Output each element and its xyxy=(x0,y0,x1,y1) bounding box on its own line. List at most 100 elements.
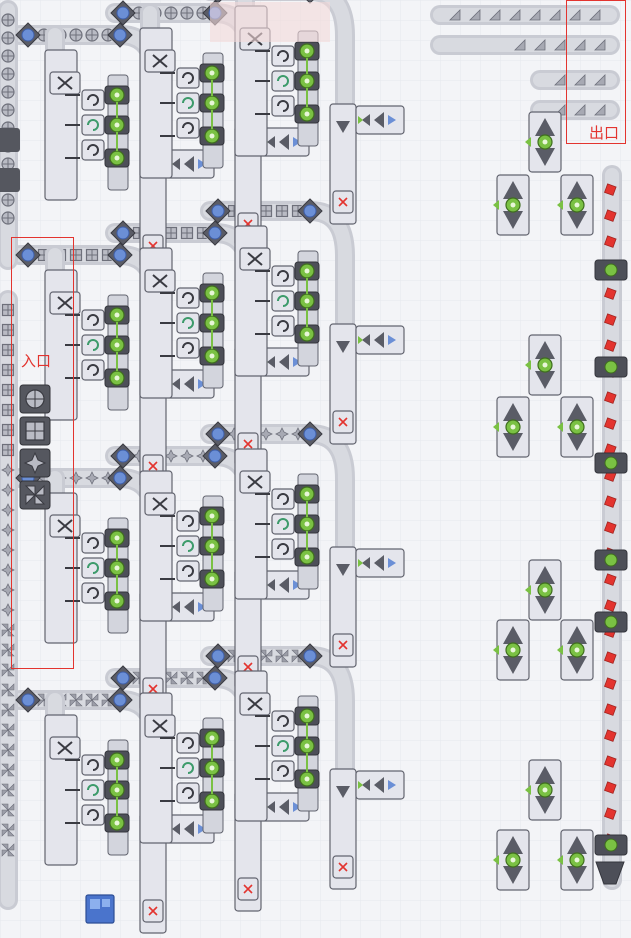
splitter-node xyxy=(113,471,127,485)
belt-item-stars xyxy=(69,471,83,485)
rotate-icon xyxy=(87,339,99,351)
rotator-machine xyxy=(81,582,105,604)
trash-x-icon xyxy=(243,439,253,449)
mixer-input-arrow xyxy=(493,422,499,432)
output-red-item xyxy=(604,183,617,196)
belt-item-stars xyxy=(85,471,99,485)
item-lines xyxy=(70,29,82,41)
arrow-blue-icon xyxy=(198,602,206,612)
scissors-icon xyxy=(152,719,168,733)
item-windmill xyxy=(1,783,15,797)
splitter-node xyxy=(113,693,127,707)
rotator-machine xyxy=(176,560,200,582)
mixer-triangle xyxy=(535,118,555,136)
arrow-icon xyxy=(172,599,194,615)
arrow-icon xyxy=(362,777,384,793)
belt-item-half xyxy=(529,9,541,21)
arrow-blue-icon xyxy=(293,802,301,812)
output-red-item xyxy=(604,599,617,612)
rotate-icon xyxy=(182,565,194,577)
mixer-input-arrow xyxy=(493,645,499,655)
belt-item-circle-segments xyxy=(1,49,15,63)
output-red-item xyxy=(604,755,617,768)
output-node xyxy=(604,838,618,852)
connector-node-core xyxy=(304,298,310,304)
output-red-item xyxy=(604,781,617,794)
rail xyxy=(255,715,270,780)
belt-item-windmill xyxy=(1,743,15,757)
belt-item-half xyxy=(574,39,586,51)
connector-node-core xyxy=(542,587,548,593)
item-half xyxy=(594,74,606,86)
rail xyxy=(255,50,270,115)
rail xyxy=(65,94,80,159)
rotator-machine xyxy=(271,290,295,312)
rotate-icon xyxy=(277,493,289,505)
output-red-item xyxy=(604,417,617,430)
belt-item-windmill xyxy=(1,823,15,837)
entrance-shape-panel xyxy=(19,384,51,510)
item-windmill xyxy=(1,623,15,637)
rotate-icon xyxy=(182,122,194,134)
arrow-icon xyxy=(172,821,194,837)
item-half xyxy=(554,39,566,51)
mixer-triangle xyxy=(503,656,523,674)
connector-node-core xyxy=(304,743,310,749)
connector-node-core xyxy=(304,268,310,274)
belt-item-windmill xyxy=(1,643,15,657)
item-lines xyxy=(2,50,14,62)
belt-item-half xyxy=(554,74,566,86)
mixer-triangle xyxy=(567,866,587,884)
rotator-machine xyxy=(176,312,200,334)
item-star xyxy=(259,427,273,441)
rotator-machine xyxy=(271,735,295,757)
connector-node-core xyxy=(304,713,310,719)
connector-node-core xyxy=(542,787,548,793)
mixer-triangle xyxy=(567,211,587,229)
rotate-icon xyxy=(277,543,289,555)
connector-node-core xyxy=(304,776,310,782)
item-half xyxy=(489,9,501,21)
rail xyxy=(65,537,80,602)
connector-node-core xyxy=(304,78,310,84)
item-windmill xyxy=(164,671,178,685)
belt-item-circle-segments xyxy=(1,13,15,27)
funnel-icon xyxy=(336,786,350,798)
rail xyxy=(255,270,270,335)
arrow-icon xyxy=(362,555,384,571)
belt-item-circle-segments xyxy=(180,6,194,20)
connector-node-core xyxy=(574,647,580,653)
output-funnel xyxy=(595,861,625,885)
mixer-input-arrow xyxy=(493,855,499,865)
scissors-icon xyxy=(152,54,168,68)
item-windmill xyxy=(69,693,83,707)
scissors-icon xyxy=(57,76,73,90)
arrow-blue-icon xyxy=(293,580,301,590)
belt-item-windmill xyxy=(1,783,15,797)
rotator-machine xyxy=(271,513,295,535)
rotator-machine xyxy=(176,337,200,359)
output-node xyxy=(604,456,618,470)
connector-node-core xyxy=(209,70,215,76)
item-half xyxy=(549,9,561,21)
splitter-node xyxy=(211,427,225,441)
arrow-blue-icon xyxy=(388,335,396,345)
rotator-machine xyxy=(271,45,295,67)
item-windmill xyxy=(1,703,15,717)
item-star xyxy=(164,449,178,463)
output-node xyxy=(604,615,618,629)
rotator-machine xyxy=(81,804,105,826)
belt-item-circle-segments xyxy=(1,103,15,117)
belt-item-circle-segments xyxy=(1,67,15,81)
rotator-machine xyxy=(81,334,105,356)
output-red-item xyxy=(604,677,617,690)
arrow-green-icon xyxy=(358,336,363,344)
arrow-icon xyxy=(267,577,289,593)
belt-item-half xyxy=(594,74,606,86)
item-lines xyxy=(165,7,177,19)
belt-item-circle-segments xyxy=(69,28,83,42)
item-half xyxy=(594,39,606,51)
item-windmill xyxy=(1,683,15,697)
rotate-icon xyxy=(87,94,99,106)
